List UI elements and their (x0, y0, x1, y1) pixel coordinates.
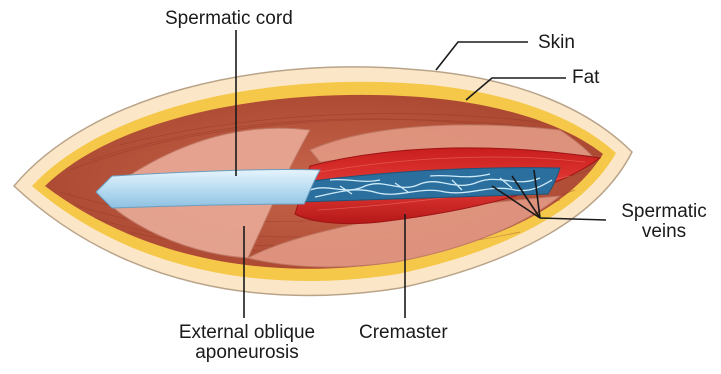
label-external-oblique-line2: aponeurosis (162, 343, 332, 363)
label-spermatic-veins-line2: veins (614, 222, 714, 242)
label-spermatic-cord: Spermatic cord (165, 9, 293, 29)
label-cremaster: Cremaster (359, 323, 448, 343)
spermatic-cord (96, 169, 320, 208)
label-spermatic-veins-line1: Spermatic (614, 202, 714, 222)
leader-skin (436, 42, 528, 70)
label-spermatic-veins: Spermatic veins (614, 202, 714, 242)
label-external-oblique-line1: External oblique (162, 323, 332, 343)
label-external-oblique-aponeurosis: External oblique aponeurosis (162, 323, 332, 363)
label-fat: Fat (572, 68, 599, 88)
label-skin: Skin (538, 33, 575, 53)
